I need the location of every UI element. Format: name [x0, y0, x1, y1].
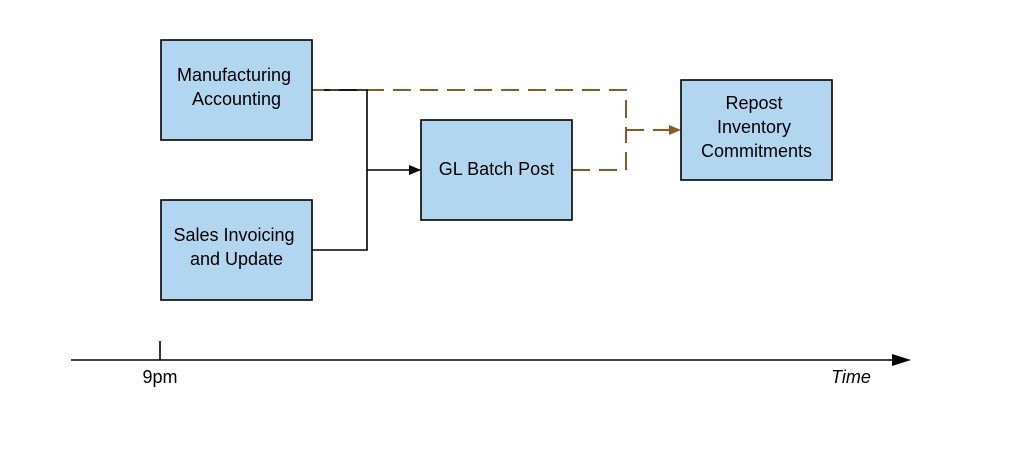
node-repost-line2: Inventory: [717, 117, 791, 137]
timeline-tick-label: 9pm: [142, 367, 177, 387]
edge-manufacturing-to-repost: [312, 89, 627, 130]
node-repost-line1: Repost: [725, 93, 782, 113]
svg-text:Sales Invoicing and Upda: Sales Invoicing and Update: [173, 225, 299, 269]
node-gl-batch-post[interactable]: GL Batch Post: [420, 119, 573, 221]
node-gl-line1: GL Batch Post: [439, 159, 554, 179]
edge-sales-to-gl: [312, 170, 368, 251]
svg-text:Repost Inventory C: Repost Inventory Commitments: [701, 93, 812, 161]
edge-gl-to-repost: [572, 130, 627, 171]
node-repost-line3: Commitments: [701, 141, 812, 161]
edge-manufacturing-to-gl: [324, 89, 368, 170]
timeline-arrowhead: [892, 354, 911, 366]
node-manufacturing-accounting[interactable]: Manufacturing Accounting: [160, 39, 313, 141]
dashed-connectors: [312, 89, 681, 171]
node-sales-line1: Sales Invoicing: [173, 225, 294, 245]
node-manufacturing-line2: Accounting: [192, 89, 281, 109]
node-manufacturing-line1: Manufacturing: [177, 65, 291, 85]
solid-connectors: [312, 89, 421, 251]
svg-text:GL Batch Post: GL Batch Post: [439, 159, 554, 179]
svg-text:Manufacturing Accounting: Manufacturing Accounting: [177, 65, 296, 109]
node-repost-inventory[interactable]: Repost Inventory Commitments: [680, 79, 833, 181]
node-sales-invoicing[interactable]: Sales Invoicing and Update: [160, 199, 313, 301]
timeline: 9pm Time: [71, 341, 911, 387]
timeline-axis-label: Time: [831, 367, 871, 387]
node-sales-line2: and Update: [190, 249, 283, 269]
